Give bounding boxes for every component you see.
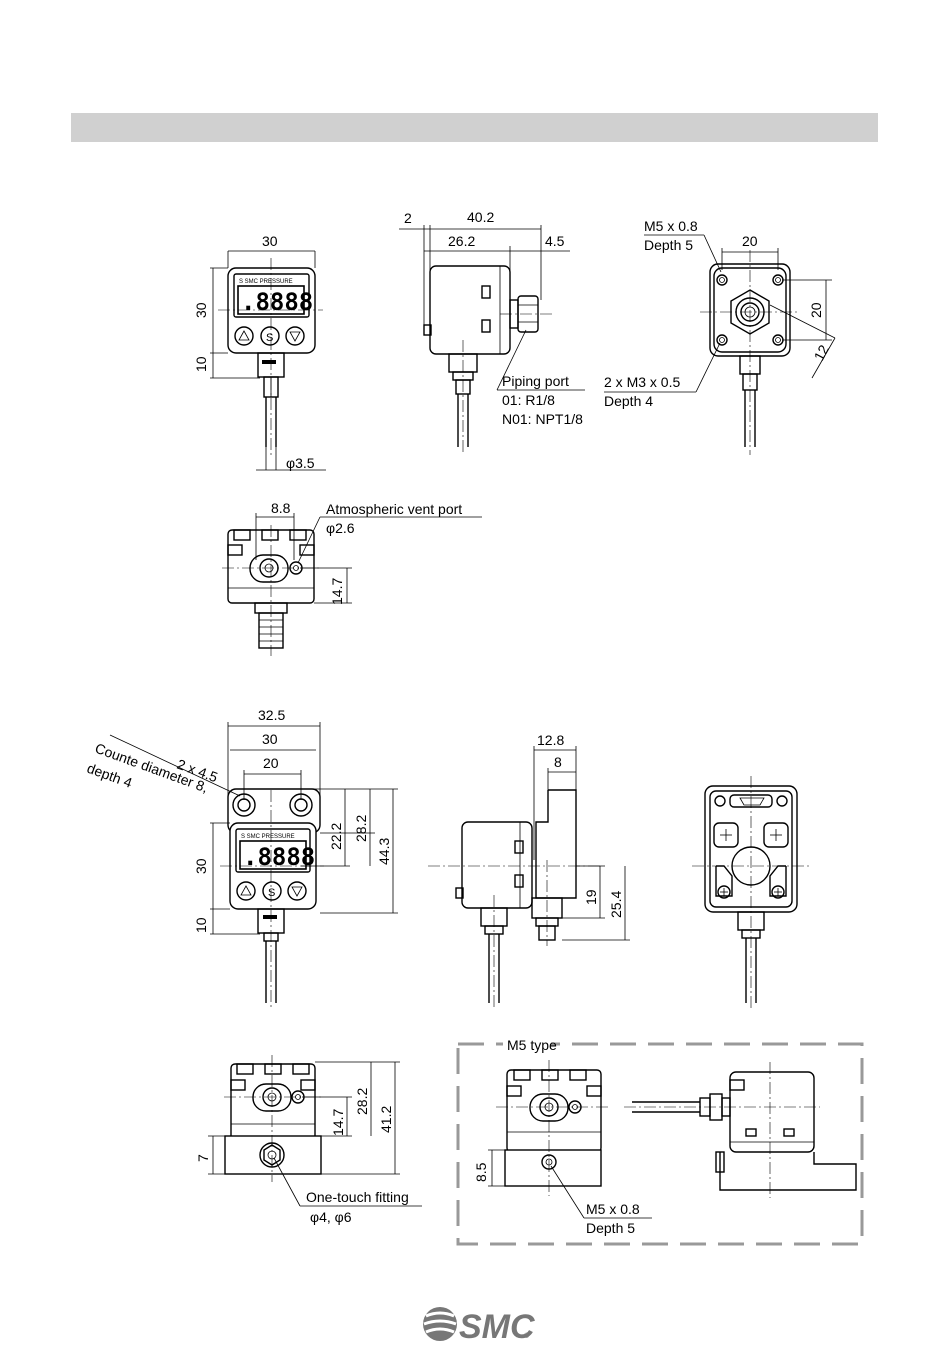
- label-m3: 2 x M3 x 0.5: [604, 374, 680, 390]
- view-bracket-back: [692, 776, 810, 1010]
- label-piping-01: 01: R1/8: [502, 392, 555, 408]
- dim-width: 20: [742, 233, 758, 249]
- dim-h2: 28.2: [353, 815, 369, 842]
- m5-label-thread: M5 x 0.8: [586, 1201, 640, 1217]
- view-bottom-fitting: 14.7 28.2 41.2 7 One-touch fitting φ4, φ…: [195, 1055, 422, 1225]
- svg-text:.8888: .8888: [241, 288, 313, 316]
- view-back: M5 x 0.8 Depth 5 20 20 12: [604, 218, 836, 455]
- svg-text:S SMC PRESSURE: S SMC PRESSURE: [241, 834, 295, 840]
- dim-height: 20: [808, 302, 824, 318]
- dim-vent-height: 14.7: [329, 578, 345, 605]
- dim-body: 26.2: [448, 233, 475, 249]
- m5-dim-low: 8.5: [473, 1162, 489, 1182]
- label-vent-dia: φ2.6: [326, 520, 355, 536]
- dim-offset: 2: [404, 210, 412, 226]
- m5-type-box: M5 type 8.5 M5 x 0.8 Depth 5: [456, 1034, 864, 1246]
- label-piping-n01: N01: NPT1/8: [502, 411, 583, 427]
- view-bracket-front: 32.5 30 20 Counte diameter 8, depth 4 2 …: [85, 707, 398, 1010]
- dim-mid: 30: [262, 731, 278, 747]
- view-bracket-side: 12.8 8 19 25.4: [428, 732, 630, 1010]
- dim-outer: 32.5: [258, 707, 285, 723]
- dim-diag: 12: [811, 342, 833, 363]
- dim-width: 30: [262, 233, 278, 249]
- dim-left-low: 10: [193, 917, 209, 933]
- dim-inner: 20: [263, 755, 279, 771]
- svg-text:.8888: .8888: [243, 843, 315, 871]
- smc-logo: SMC ®: [423, 1307, 535, 1346]
- dim-h3: 41.2: [378, 1106, 394, 1133]
- dim-cable: φ3.5: [286, 455, 315, 471]
- dim-vent-width: 8.8: [271, 500, 291, 516]
- view-side: 2 40.2 26.2 4.5 Piping port 01: R1/8 N01…: [399, 209, 585, 455]
- m5-box-title: M5 type: [507, 1037, 557, 1053]
- label-vent: Atmospheric vent port: [326, 501, 462, 517]
- dim-h3: 44.3: [376, 838, 392, 865]
- dim-low: 7: [195, 1154, 211, 1162]
- label-fitting-dia: φ4, φ6: [310, 1209, 352, 1225]
- logo-text: SMC: [459, 1308, 535, 1346]
- dim-lower: 10: [193, 356, 209, 372]
- svg-text:S: S: [268, 887, 275, 899]
- logo-mark: ®: [524, 1332, 530, 1340]
- dim-left-h: 30: [193, 858, 209, 874]
- view-top: 8.8 Atmospheric vent port φ2.6 14.7: [222, 500, 482, 656]
- view-front: 30 30 10 S SMC PRESSURE .8888 S φ3.5: [193, 233, 326, 471]
- dim-h1: 22.2: [328, 823, 344, 850]
- label-m5-depth: Depth 5: [644, 237, 693, 253]
- label-fitting: One-touch fitting: [306, 1189, 409, 1205]
- svg-text:S: S: [266, 332, 273, 344]
- dim-length: 40.2: [467, 209, 494, 225]
- dim-port: 4.5: [545, 233, 565, 249]
- section-header-bar: [71, 113, 878, 142]
- dim-height: 30: [193, 302, 209, 318]
- dim-h2: 25.4: [608, 891, 624, 918]
- label-m5: M5 x 0.8: [644, 218, 698, 234]
- label-piping-port: Piping port: [502, 373, 569, 389]
- label-m3-depth: Depth 4: [604, 393, 653, 409]
- dim-outer: 12.8: [537, 732, 564, 748]
- dim-inner: 8: [554, 754, 562, 770]
- dim-h1: 19: [583, 889, 599, 905]
- dim-h2: 28.2: [354, 1088, 370, 1115]
- m5-label-depth: Depth 5: [586, 1220, 635, 1236]
- svg-text:S SMC PRESSURE: S SMC PRESSURE: [239, 279, 293, 285]
- dim-h1: 14.7: [330, 1109, 346, 1136]
